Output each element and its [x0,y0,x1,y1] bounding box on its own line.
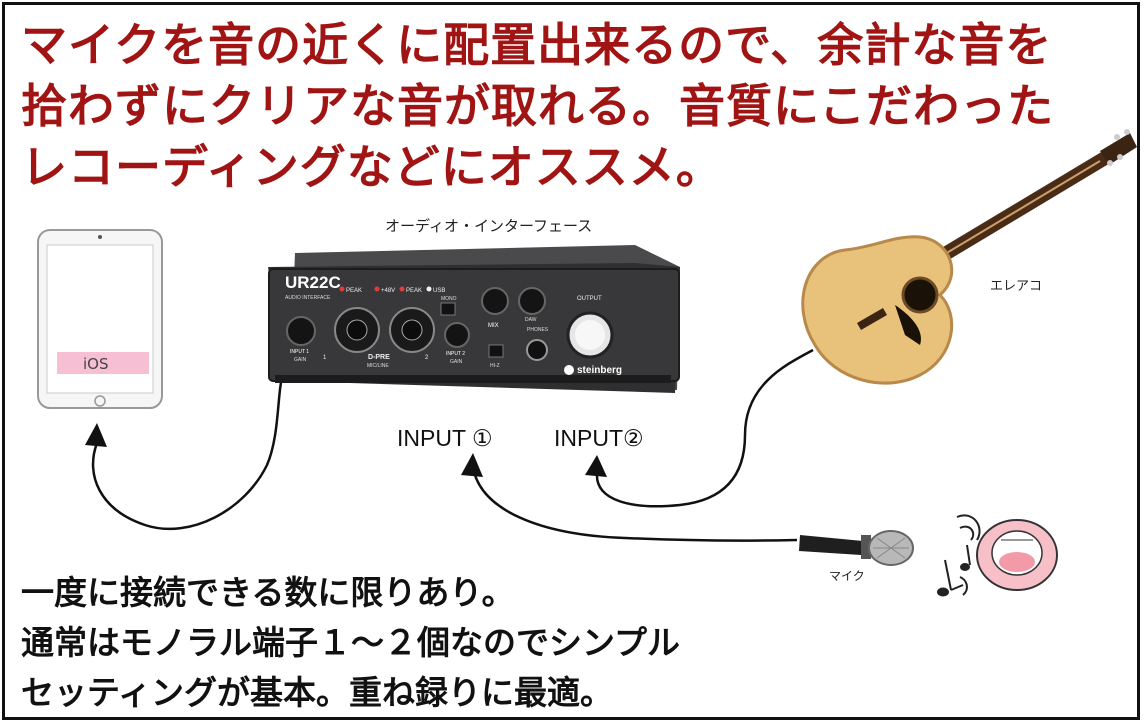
headline-line-2: 拾わずにクリアな音が取れる。音質にこだわった [21,79,1055,133]
input1-label: INPUT ① [397,425,493,451]
brand-logo: steinberg [577,365,622,376]
phones-label: PHONES [527,327,549,333]
bottom-note-line-2: 通常はモノラル端子１〜２個なのでシンプル [21,623,681,662]
input1-gain-label: INPUT 1 [290,349,309,355]
audio-interface [268,245,680,393]
ios-highlight [57,352,149,374]
bottom-note-line-1: 一度に接続できる数に限りあり。 [21,573,515,612]
peak1-label: PEAK [346,288,362,294]
mic-label: マイク [829,569,865,583]
gain1-label: GAIN [294,357,307,363]
illustration: UR22C AUDIO INTERFACE PEAK +48V PEAK USB… [37,129,1137,597]
phantom-label: +48V [381,288,395,294]
arrow-input1 [461,453,483,477]
music-notes [937,514,981,597]
headline: マイクを音の近くに配置出来るので、余計な音を 拾わずにクリアな音が取れる。音質に… [21,15,1141,198]
singing-mouth [976,519,1058,591]
daw-label: DAW [525,317,537,323]
ipad-cable [91,374,285,531]
input2-label: INPUT② [554,425,644,451]
hiz-label: HI-Z [490,363,500,369]
usb-label: USB [433,288,445,294]
ios-label: iOS [83,355,109,373]
device-subtitle: AUDIO INTERFACE [285,295,331,301]
input2-gain-label: INPUT 2 [446,351,465,357]
guitar-label: エレアコ [990,279,1043,294]
dpre-label: D-PRE [368,354,390,361]
bottom-note-line-3: セッティングが基本。重ね録りに最適。 [21,673,614,712]
arrow-to-ipad [85,423,107,447]
ipad [37,229,163,409]
output-label: OUTPUT [577,296,602,302]
gain2-label: GAIN [450,359,463,365]
headline-line-3: レコーディングなどにオススメ。 [21,140,723,194]
microphone [799,530,914,566]
device-model: UR22C [285,273,341,292]
mono-label: MONO [441,296,457,302]
arrow-input2 [585,455,607,477]
acoustic-guitar [801,129,1137,385]
peak2-label: PEAK [406,288,422,294]
guitar-cable [595,348,814,508]
mic-line-label: MIC/LINE [367,363,389,369]
ch2-label: 2 [425,355,429,361]
mic-cable [471,466,798,542]
mix-label: MIX [488,323,499,329]
interface-label: オーディオ・インターフェース [385,217,593,235]
bottom-note: 一度に接続できる数に限りあり。 通常はモノラル端子１〜２個なのでシンプル セッテ… [21,568,680,718]
ch1-label: 1 [323,355,327,361]
headline-line-1: マイクを音の近くに配置出来るので、余計な音を [21,18,1053,72]
